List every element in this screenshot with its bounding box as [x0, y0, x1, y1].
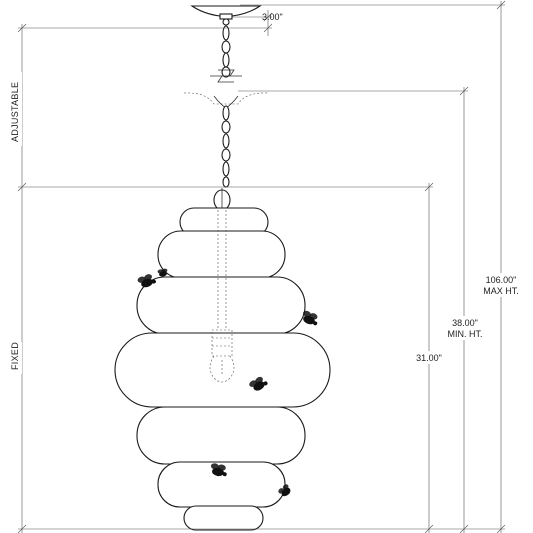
min-height-dimension	[459, 86, 469, 533]
canopy	[190, 5, 262, 26]
bee-icon	[278, 484, 291, 497]
chain-lower	[221, 105, 231, 188]
tier-3	[136, 276, 306, 335]
shade-loop	[213, 188, 231, 211]
canopy-dimension	[226, 10, 273, 36]
min-height-value: 38.00"	[452, 318, 478, 328]
bee-icon	[137, 274, 156, 288]
bee-icon	[210, 463, 227, 477]
fixed-height-value: 31.00"	[416, 353, 442, 363]
max-height-value: 106.00"	[486, 275, 517, 285]
adjustable-label: ADJUSTABLE	[10, 82, 20, 142]
tier-4	[114, 332, 331, 408]
tier-2	[157, 230, 286, 279]
reference-lines	[18, 4, 505, 530]
max-height-label: MAX HT.	[483, 286, 519, 296]
internal-socket	[209, 210, 235, 383]
tier-5	[136, 406, 306, 465]
max-height-dimension	[496, 0, 506, 533]
canopy-dim-label: 3.00"	[262, 12, 283, 22]
fixed-label: FIXED	[10, 342, 20, 370]
min-height-label: MIN. HT.	[448, 329, 483, 339]
bee-icon	[249, 376, 268, 391]
bee-icon	[157, 268, 168, 277]
tier-7	[183, 505, 264, 531]
shade-tiers	[114, 207, 331, 531]
chain-break-symbol	[210, 69, 242, 83]
bee-icon	[303, 310, 318, 326]
chain-upper	[221, 25, 231, 78]
